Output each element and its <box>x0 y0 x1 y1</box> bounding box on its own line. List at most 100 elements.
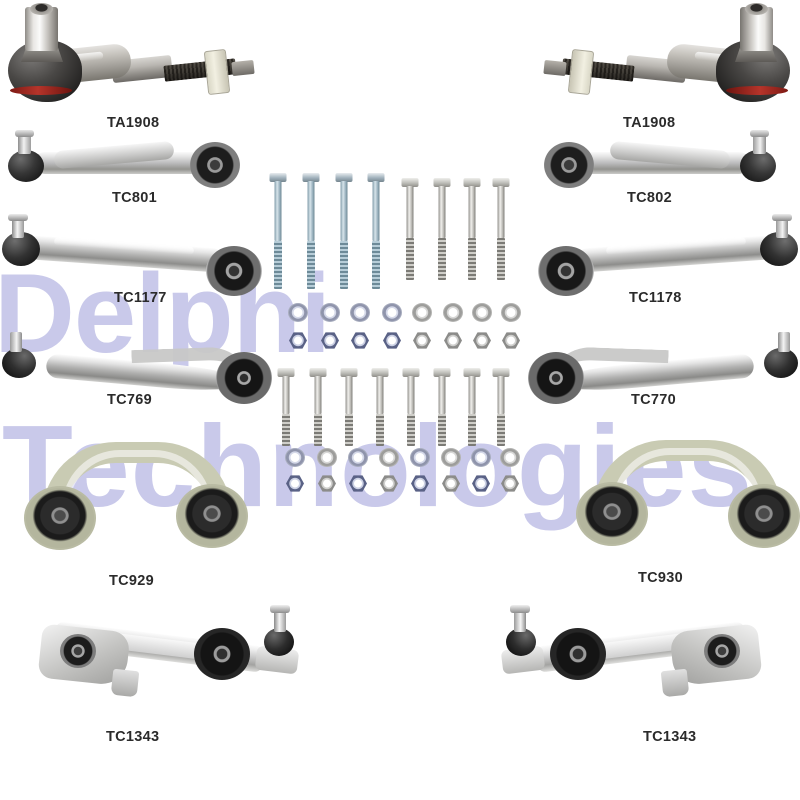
bolt-thread <box>372 241 380 289</box>
bolt-shaft <box>340 181 348 241</box>
control-arm-bushing <box>190 142 240 188</box>
bolt-head <box>367 173 385 182</box>
control-arm-stud <box>778 332 790 352</box>
hex-nut <box>442 475 460 492</box>
control-arm-bushing <box>206 246 262 296</box>
hex-nut <box>351 332 369 349</box>
label-ta1908-left: TA1908 <box>107 115 160 131</box>
bolt-thread <box>468 414 476 446</box>
bolt-head <box>340 368 358 377</box>
bolt-thread <box>438 414 446 446</box>
bolt-head <box>463 368 481 377</box>
bolt-head <box>401 178 419 187</box>
control-arm-stud <box>270 605 290 632</box>
tie-rod-seal-ring <box>10 86 72 95</box>
label-ta1908-right: TA1908 <box>623 115 676 131</box>
lock-washer <box>500 448 520 467</box>
lock-washer <box>501 303 521 322</box>
control-arm-bushing <box>528 352 584 404</box>
control-arm-ball-joint <box>264 628 294 656</box>
control-arm-stud <box>8 214 28 238</box>
bolt-shaft <box>274 181 282 241</box>
hex-nut <box>473 332 491 349</box>
bolt-head <box>309 368 327 377</box>
bolt-head <box>492 178 510 187</box>
bolt-shaft <box>372 181 380 241</box>
bolt-head <box>433 368 451 377</box>
bolt-shaft <box>314 376 322 414</box>
bolt-head <box>492 368 510 377</box>
control-arm-bushing-outer <box>194 628 250 680</box>
lock-washer <box>317 448 337 467</box>
control-arm-stud <box>15 130 34 154</box>
label-tc1343-right: TC1343 <box>643 729 697 745</box>
lock-washer <box>443 303 463 322</box>
label-tc1178: TC1178 <box>629 290 682 306</box>
lock-washer <box>379 448 399 467</box>
hex-nut <box>444 332 462 349</box>
label-tc769: TC769 <box>107 392 153 408</box>
bolt-thread <box>307 241 315 289</box>
bolt-thread <box>376 414 384 446</box>
part-tc929 <box>24 436 248 556</box>
bolt-shaft <box>406 186 414 238</box>
lock-washer <box>350 303 370 322</box>
bolt-thread <box>468 238 476 280</box>
bolt-head <box>402 368 420 377</box>
hex-nut <box>380 475 398 492</box>
bolt-shaft <box>345 376 353 414</box>
control-arm-bushing-inner <box>60 634 96 668</box>
label-tc802: TC802 <box>627 190 673 206</box>
hex-nut <box>349 475 367 492</box>
lock-washer <box>410 448 430 467</box>
bolt-thread <box>345 414 353 446</box>
bolt-shaft <box>307 181 315 241</box>
part-ta1908-left <box>4 3 260 116</box>
lock-washer <box>412 303 432 322</box>
bolt-thread <box>274 241 282 289</box>
hex-nut <box>413 332 431 349</box>
tie-rod-stud <box>25 3 58 51</box>
lock-washer <box>288 303 308 322</box>
stabilizer-link-bushing-left <box>24 486 96 550</box>
lock-washer <box>285 448 305 467</box>
bolt-thread <box>282 414 290 446</box>
label-tc929: TC929 <box>109 573 155 589</box>
bolt-shaft <box>438 376 446 414</box>
bolt-thread <box>407 414 415 446</box>
bolt-shaft <box>468 186 476 238</box>
bolt-thread <box>314 414 322 446</box>
lock-washer <box>320 303 340 322</box>
part-tc801 <box>6 130 246 198</box>
bolt-thread <box>438 238 446 280</box>
part-tc1177 <box>2 214 264 296</box>
bolt-head <box>302 173 320 182</box>
bolt-head <box>433 178 451 187</box>
label-tc801: TC801 <box>112 190 158 206</box>
control-arm-ball-joint <box>764 348 798 378</box>
lock-washer <box>471 448 491 467</box>
part-tc770 <box>528 332 800 408</box>
lock-washer <box>348 448 368 467</box>
bolt-head <box>269 173 287 182</box>
hex-nut <box>321 332 339 349</box>
bolt-thread <box>497 238 505 280</box>
hex-nut <box>472 475 490 492</box>
bolt-shaft <box>376 376 384 414</box>
hex-nut <box>286 475 304 492</box>
lock-washer <box>441 448 461 467</box>
bolt-head <box>335 173 353 182</box>
stabilizer-link-bushing-right <box>176 484 248 548</box>
label-tc1177: TC1177 <box>114 290 167 306</box>
hex-nut <box>289 332 307 349</box>
bolt-head <box>463 178 481 187</box>
label-tc1343-left: TC1343 <box>106 729 160 745</box>
lock-washer <box>472 303 492 322</box>
bolt-shaft <box>497 376 505 414</box>
part-tc1343-left <box>2 605 302 712</box>
lock-washer <box>382 303 402 322</box>
bolt-shaft <box>468 376 476 414</box>
bolt-head <box>371 368 389 377</box>
